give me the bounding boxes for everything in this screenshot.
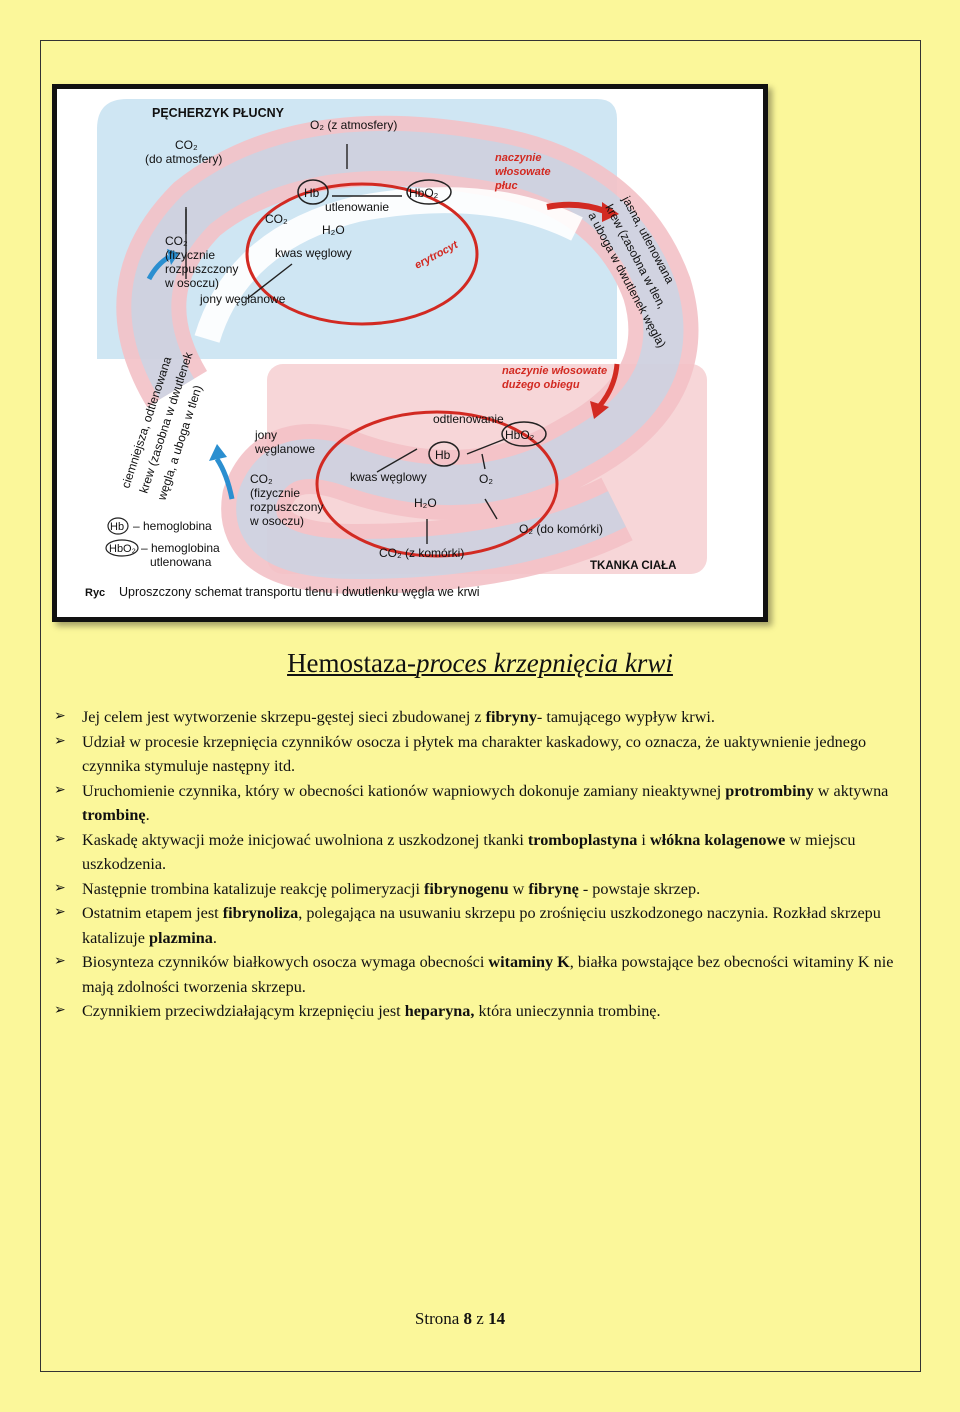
sys-cap-2: dużego obiegu bbox=[502, 379, 580, 391]
arrow-bullet-icon: ➢ bbox=[54, 877, 66, 902]
page-total: 14 bbox=[488, 1309, 505, 1328]
hbo2-bottom: HbO₂ bbox=[505, 428, 535, 442]
hb-bottom: Hb bbox=[435, 448, 451, 462]
o2-atm-label: O₂ (z atmosfery) bbox=[310, 118, 397, 132]
bullet-item: ➢Czynnikiem przeciwdziałającym krzepnięc… bbox=[54, 999, 894, 1024]
bullet-item: ➢Jej celem jest wytworzenie skrzepu-gęst… bbox=[54, 705, 894, 730]
arrow-bullet-icon: ➢ bbox=[54, 901, 66, 926]
arrow-bullet-icon: ➢ bbox=[54, 779, 66, 804]
co2-top-1: CO₂ bbox=[165, 234, 188, 248]
o2-bottom: O₂ bbox=[479, 472, 493, 486]
co2-top-4: w osoczu) bbox=[164, 276, 219, 290]
bullet-item: ➢Kaskadę aktywacji może inicjować uwolni… bbox=[54, 828, 894, 877]
arrow-bullet-icon: ➢ bbox=[54, 999, 66, 1024]
carbonate-bottom-1: jony bbox=[254, 428, 277, 442]
lung-cap-3: płuc bbox=[494, 180, 518, 192]
figure-title: PĘCHERZYK PŁUCNY bbox=[152, 106, 285, 120]
deoxygenation-label: odtlenowanie bbox=[433, 412, 504, 426]
legend-hb: – hemoglobina bbox=[133, 519, 212, 533]
co2-bottom-1: CO₂ bbox=[250, 472, 273, 486]
legend-hbo2-1: – hemoglobina bbox=[141, 541, 220, 555]
co2-top-2: (fizycznie bbox=[165, 248, 215, 262]
co2-bottom-3: rozpuszczony bbox=[250, 500, 323, 514]
bullet-item: ➢Ostatnim etapem jest fibrynoliza, poleg… bbox=[54, 901, 894, 950]
carbonic-top: kwas węglowy bbox=[275, 246, 352, 260]
tissue-label: TKANKA CIAŁA bbox=[590, 560, 676, 572]
arrow-bullet-icon: ➢ bbox=[54, 950, 66, 975]
figure-diagram: PĘCHERZYK PŁUCNY O₂ (z atmosfery) CO₂ (d… bbox=[57, 89, 763, 617]
blood-gas-transport-figure: PĘCHERZYK PŁUCNY O₂ (z atmosfery) CO₂ (d… bbox=[52, 84, 768, 622]
arrow-bullet-icon: ➢ bbox=[54, 705, 66, 730]
legend-hb-symbol: Hb bbox=[110, 521, 124, 533]
co2-from-cell: CO₂ (z komórki) bbox=[379, 546, 464, 560]
lung-cap-1: naczynie bbox=[495, 152, 541, 164]
carbonate-top: jony węglanowe bbox=[199, 292, 286, 306]
o2-to-cell: O₂ (do komórki) bbox=[519, 522, 603, 536]
carbonate-bottom-2: węglanowe bbox=[254, 442, 315, 456]
caption-label: Ryc bbox=[85, 587, 105, 599]
lung-cap-2: włosowate bbox=[495, 166, 551, 178]
hb-top: Hb bbox=[304, 186, 320, 200]
sys-cap-1: naczynie włosowate bbox=[502, 365, 607, 377]
page-footer: Strona 8 z 14 bbox=[0, 1309, 920, 1329]
arrow-bullet-icon: ➢ bbox=[54, 730, 66, 755]
arrow-bullet-icon: ➢ bbox=[54, 828, 66, 853]
carbonic-bottom: kwas węglowy bbox=[350, 470, 427, 484]
bullet-item: ➢Uruchomienie czynnika, który w obecnośc… bbox=[54, 779, 894, 828]
page-number: 8 bbox=[464, 1309, 473, 1328]
h2o-bottom: H₂O bbox=[414, 496, 437, 510]
heading-part2: proces krzepnięcia krwi bbox=[416, 648, 673, 678]
co2-top-cell: CO₂ bbox=[265, 212, 288, 226]
co2-atm-label: CO₂ bbox=[175, 138, 198, 152]
bullet-item: ➢Udział w procesie krzepnięcia czynników… bbox=[54, 730, 894, 779]
bullet-item: ➢Następnie trombina katalizuje reakcję p… bbox=[54, 877, 894, 902]
co2-top-3: rozpuszczony bbox=[165, 262, 238, 276]
bullet-item: ➢Biosynteza czynników białkowych osocza … bbox=[54, 950, 894, 999]
figure-caption: Uproszczony schemat transportu tlenu i d… bbox=[119, 585, 480, 599]
h2o-top: H₂O bbox=[322, 223, 345, 237]
heading-part1: Hemostaza- bbox=[287, 648, 416, 678]
bullet-list: ➢Jej celem jest wytworzenie skrzepu-gęst… bbox=[54, 705, 894, 1024]
oxygenation-label: utlenowanie bbox=[325, 200, 389, 214]
co2-bottom-4: w osoczu) bbox=[249, 514, 304, 528]
section-heading: Hemostaza-proces krzepnięcia krwi bbox=[0, 648, 960, 679]
legend-hbo2-symbol: HbO₂ bbox=[109, 543, 136, 555]
co2-atm-sub: (do atmosfery) bbox=[145, 152, 222, 166]
legend-hbo2-2: utlenowana bbox=[150, 555, 212, 569]
co2-bottom-2: (fizycznie bbox=[250, 486, 300, 500]
hbo2-top: HbO₂ bbox=[409, 186, 439, 200]
